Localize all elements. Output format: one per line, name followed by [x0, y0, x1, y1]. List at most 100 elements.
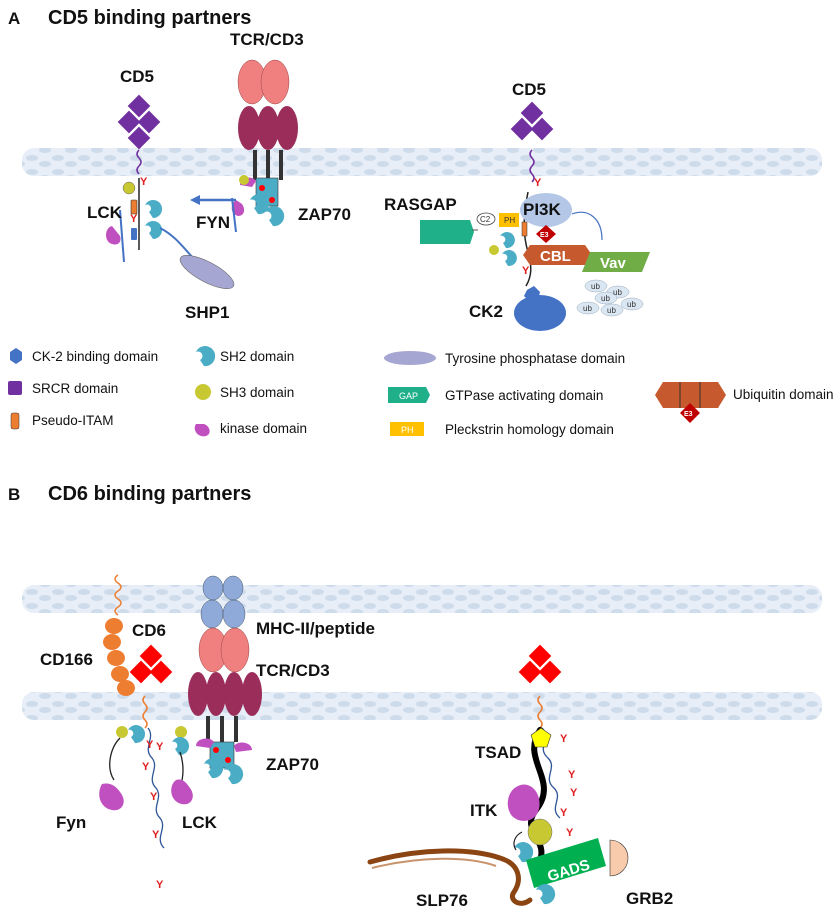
itk-sh2-domain — [514, 842, 534, 863]
legend-ubiquitin: Ubiquitin domain — [733, 387, 834, 402]
ubiquitin-chain: ub ub ub ub ub ub — [576, 279, 644, 317]
tyrosine: Y — [522, 265, 530, 277]
slp76-chain — [367, 848, 533, 906]
pi3k-vav-link — [571, 211, 603, 241]
zap70-sh2-domain — [250, 194, 270, 215]
fyn-kinase-domain — [99, 783, 124, 811]
tyrosine: Y — [534, 177, 542, 189]
rasgap-sh3-domain — [489, 245, 499, 255]
ph-domain-icon — [390, 422, 424, 436]
cd6-srcr-domains — [129, 644, 173, 684]
tyrosine: Y — [152, 829, 160, 841]
sh2-domain-icon — [196, 346, 216, 367]
e3-icon — [680, 403, 700, 423]
lck-sh2-domain — [172, 737, 190, 756]
rasgap-label: RASGAP — [384, 195, 457, 214]
tcr-cd3-complex-a — [237, 59, 298, 207]
tsad-label: TSAD — [475, 743, 521, 762]
shp1-phosphatase-domain — [179, 255, 235, 289]
cd5-right-srcr-domains — [510, 101, 554, 141]
legend-phosphatase: Tyrosine phosphatase domain — [445, 351, 625, 366]
ub-label: ub — [613, 288, 622, 297]
rasgap-sh2-domain — [500, 232, 515, 249]
pseudo-itam-icon — [10, 412, 20, 430]
e3-label: E3 — [540, 232, 549, 239]
legend-srcr: SRCR domain — [32, 381, 118, 396]
cd5-left-srcr-domains — [117, 94, 161, 150]
rasgap-sh2-domain — [502, 250, 517, 267]
cd166-tm — [114, 574, 122, 616]
fyn-sh3-domain — [116, 726, 128, 738]
cd6-right-tm — [537, 695, 543, 729]
zap70-sh2-domain — [204, 758, 224, 779]
tcr-cd3-a-label: TCR/CD3 — [230, 30, 304, 49]
cd5-right-tm — [529, 149, 535, 183]
legend-ck2: CK-2 binding domain — [32, 349, 158, 364]
membrane-b-bottom — [22, 692, 822, 720]
kinase-domain-icon — [194, 424, 210, 437]
tsad-domain — [530, 727, 552, 748]
ck2 — [514, 295, 566, 331]
cd6-label: CD6 — [132, 621, 166, 640]
tyrosine: Y — [570, 787, 578, 799]
ck2-binding-domain — [131, 228, 137, 240]
lck-label: LCK — [87, 203, 123, 222]
panel-a-title: CD5 binding partners — [48, 7, 251, 29]
legend-gtpase: GTPase activating domain — [445, 388, 603, 403]
pseudo-itam — [130, 199, 138, 215]
fyn-sh3-domain — [239, 175, 249, 185]
pi3k — [520, 193, 572, 227]
itk-sh3-domain — [527, 818, 553, 846]
legend-sh2: SH2 domain — [220, 349, 294, 364]
ub-label: ub — [601, 294, 610, 303]
tyrosine: Y — [560, 733, 568, 745]
tyrosine: Y — [150, 791, 158, 803]
e3-ligase — [536, 225, 556, 243]
ph-legend-label: PH — [401, 425, 414, 435]
sh3-domain — [122, 181, 136, 195]
zap70-sh2-domain — [265, 206, 285, 227]
ub-label: ub — [627, 300, 636, 309]
fyn-label: FYN — [196, 213, 230, 232]
tcr-cd3-b-label: TCR/CD3 — [256, 661, 330, 680]
tyrosine: Y — [142, 761, 150, 773]
tyrosine: Y — [140, 176, 148, 188]
e3-legend-label: E3 — [684, 411, 693, 418]
sh2-domain — [145, 221, 163, 240]
zap70-b-label: ZAP70 — [266, 755, 319, 774]
gads — [526, 838, 606, 888]
fyn-chain — [109, 737, 121, 781]
zap70-a-label: ZAP70 — [298, 205, 351, 224]
lck-b-label: LCK — [182, 813, 218, 832]
c2-label: C2 — [480, 215, 491, 224]
cd6-tail — [147, 727, 165, 849]
itk-label: ITK — [470, 801, 498, 820]
slp76-chain-highlight — [371, 857, 497, 869]
legend: CK-2 binding domain SRCR domain Pseudo-I… — [8, 346, 834, 437]
cd6-tm — [142, 695, 148, 729]
vav — [582, 252, 650, 272]
ubiquitin-domain-icon — [655, 382, 726, 408]
panel-b-letter: B — [8, 485, 20, 504]
mhc-ii-peptide — [200, 575, 246, 629]
ph-label: PH — [504, 216, 515, 225]
ck2-binding-domain-icon — [10, 348, 22, 364]
legend-sh3: SH3 domain — [220, 385, 294, 400]
lck-kinase-domain — [171, 779, 193, 805]
cbl-label: CBL — [540, 248, 571, 265]
pi3k-label: PI3K — [523, 200, 562, 219]
fyn-chain — [231, 197, 237, 233]
membrane-a — [22, 148, 822, 176]
itk-kinase-domain — [507, 784, 540, 821]
tyrosine: Y — [560, 807, 568, 819]
sh2-domain — [145, 200, 163, 219]
vav-label: Vav — [600, 255, 627, 272]
tyrosine: Y — [156, 741, 164, 753]
lck-chain — [119, 209, 125, 263]
pseudo-itam — [521, 221, 528, 237]
tyrosine: Y — [568, 769, 576, 781]
srcr-domain-icon — [8, 381, 22, 395]
legend-pseudo-itam: Pseudo-ITAM — [32, 413, 114, 428]
itk-linker — [513, 831, 523, 851]
